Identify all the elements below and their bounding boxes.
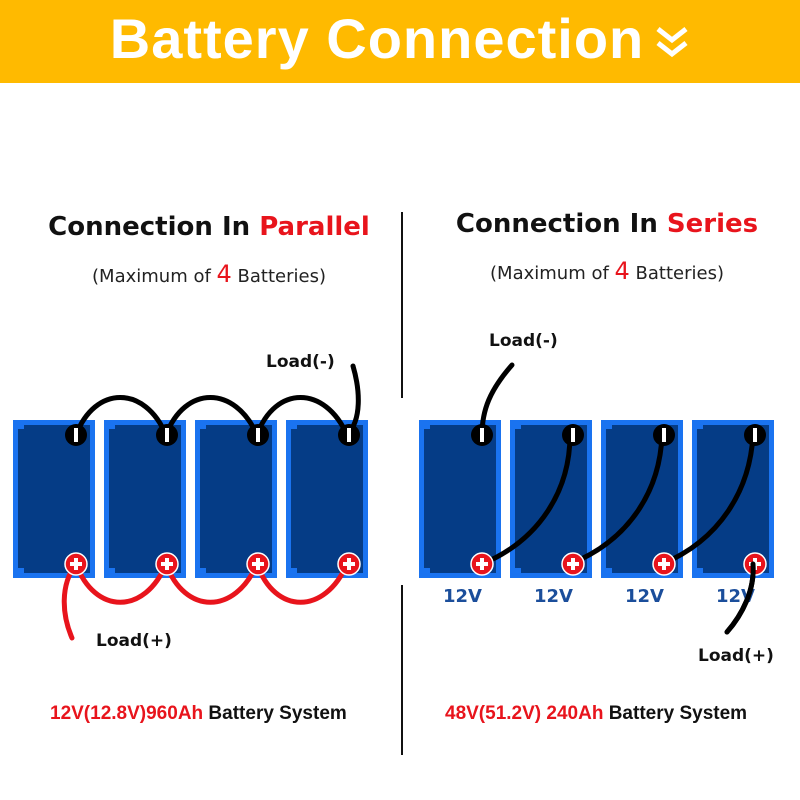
series-wire-2 bbox=[567, 432, 665, 567]
parallel-max-count: 4 bbox=[216, 260, 232, 288]
parallel-system-spec: 12V(12.8V)960Ah bbox=[50, 703, 204, 724]
parallel-heading-highlight: Parallel bbox=[259, 212, 370, 242]
series-heading-highlight: Series bbox=[666, 209, 759, 239]
series-voltage-label: 12V bbox=[534, 586, 573, 607]
negative-terminal-icon bbox=[471, 424, 493, 446]
negative-terminal-icon bbox=[653, 424, 675, 446]
parallel-system-suffix: Battery System bbox=[203, 703, 347, 724]
banner-title-text: Battery Connection bbox=[109, 7, 645, 70]
parallel-battery-3 bbox=[195, 420, 277, 578]
parallel-battery-1 bbox=[13, 420, 95, 578]
parallel-pos-wire-1 bbox=[73, 561, 169, 605]
series-max-count: 4 bbox=[614, 257, 630, 285]
parallel-system-label: 12V(12.8V)960Ah Battery System bbox=[50, 703, 347, 725]
double-chevron-down-icon bbox=[654, 11, 690, 76]
negative-terminal-icon bbox=[156, 424, 178, 446]
parallel-batteries bbox=[13, 420, 368, 578]
parallel-load-positive-label: Load(+) bbox=[96, 631, 172, 651]
series-load-positive-label: Load(+) bbox=[698, 646, 774, 666]
bottom-divider bbox=[401, 585, 403, 755]
parallel-neg-wire-3 bbox=[254, 395, 350, 438]
negative-terminal-icon bbox=[65, 424, 87, 446]
negative-terminal-icon bbox=[744, 424, 766, 446]
parallel-battery-4 bbox=[286, 420, 368, 578]
series-voltage-label: 12V bbox=[716, 586, 755, 607]
series-battery-3 bbox=[601, 420, 683, 578]
parallel-pos-wire-2 bbox=[163, 561, 260, 605]
parallel-subtitle: (Maximum of 4 Batteries) bbox=[0, 260, 418, 288]
series-wire-1 bbox=[479, 432, 573, 567]
series-voltage-label: 12V bbox=[625, 586, 664, 607]
series-battery-2 bbox=[510, 420, 592, 578]
banner-title: Battery Connection bbox=[0, 6, 800, 76]
negative-terminal-icon bbox=[247, 424, 269, 446]
parallel-neg-wire-2 bbox=[163, 395, 260, 438]
series-wire-3 bbox=[659, 432, 756, 567]
parallel-load-negative-label: Load(-) bbox=[266, 352, 335, 372]
series-heading: Connection In Series bbox=[402, 209, 800, 239]
parallel-pos-wire-3 bbox=[254, 561, 350, 605]
series-heading-prefix: Connection In bbox=[455, 209, 667, 239]
negative-terminal-icon bbox=[562, 424, 584, 446]
parallel-battery-2 bbox=[104, 420, 186, 578]
top-divider bbox=[401, 212, 403, 398]
positive-terminal-icon bbox=[246, 552, 270, 576]
parallel-sub-suffix: Batteries) bbox=[231, 266, 326, 287]
positive-terminal-icon bbox=[64, 552, 88, 576]
positive-terminal-icon bbox=[470, 552, 494, 576]
parallel-heading-prefix: Connection In bbox=[48, 212, 260, 242]
positive-terminal-icon bbox=[561, 552, 585, 576]
series-system-label: 48V(51.2V) 240Ah Battery System bbox=[445, 703, 747, 725]
series-subtitle: (Maximum of 4 Batteries) bbox=[402, 257, 800, 285]
series-sub-suffix: Batteries) bbox=[629, 263, 724, 284]
parallel-heading: Connection In Parallel bbox=[0, 212, 418, 242]
series-batteries bbox=[419, 420, 774, 578]
positive-terminal-icon bbox=[652, 552, 676, 576]
series-battery-1 bbox=[419, 420, 501, 578]
series-system-spec: 48V(51.2V) 240Ah bbox=[445, 703, 604, 724]
positive-terminal-icon bbox=[155, 552, 179, 576]
positive-terminal-icon bbox=[743, 552, 767, 576]
parallel-terminals bbox=[64, 424, 361, 576]
positive-terminal-icon bbox=[337, 552, 361, 576]
series-sub-prefix: (Maximum of bbox=[490, 263, 615, 284]
header-banner: Battery Connection bbox=[0, 0, 800, 83]
parallel-sub-prefix: (Maximum of bbox=[92, 266, 217, 287]
series-load-negative-label: Load(-) bbox=[489, 331, 558, 351]
negative-terminal-icon bbox=[338, 424, 360, 446]
parallel-neg-wire-1 bbox=[73, 395, 169, 438]
series-system-suffix: Battery System bbox=[603, 703, 748, 724]
series-voltage-label: 12V bbox=[443, 586, 482, 607]
